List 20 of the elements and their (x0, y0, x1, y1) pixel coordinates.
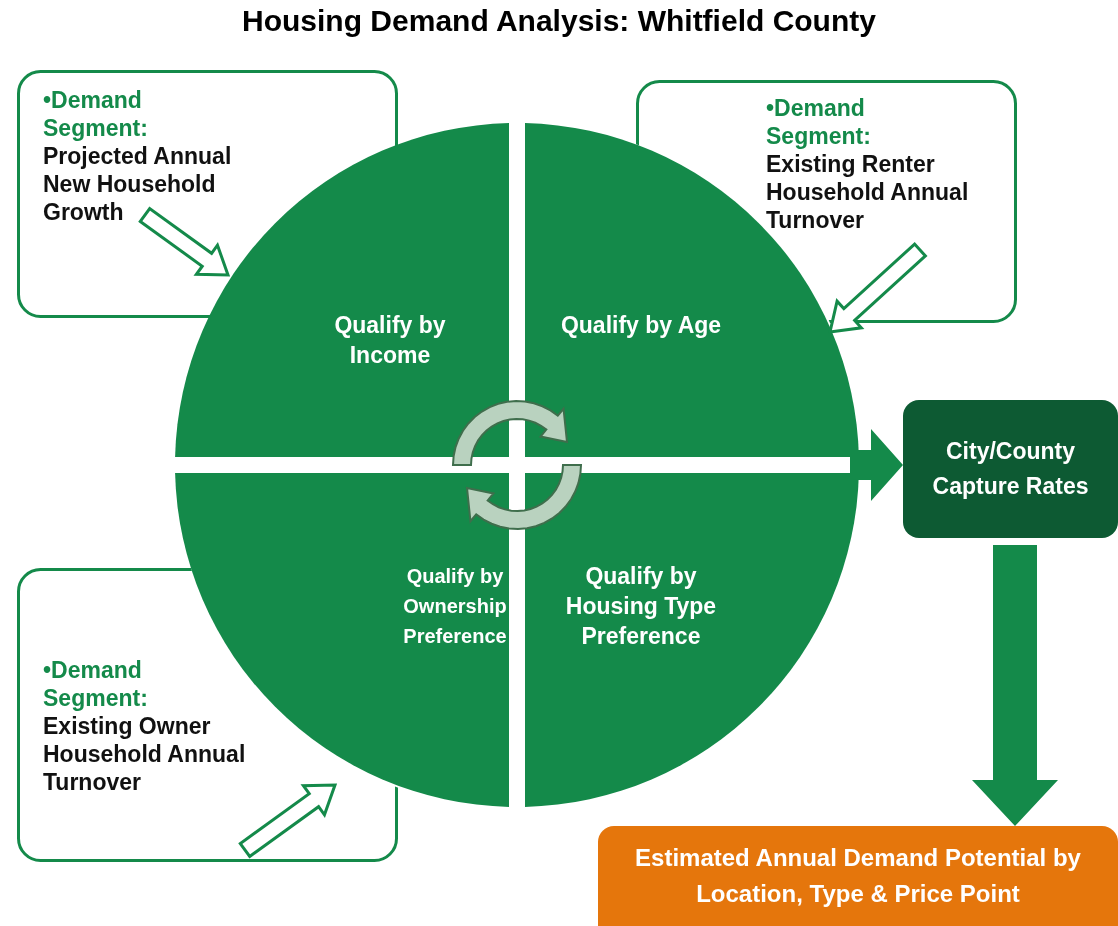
block-arrow (138, 206, 231, 277)
segment-heading: •Demand Segment: (43, 656, 149, 712)
box-label: Estimated Annual Demand Potential by Location, Type & Price Point (634, 843, 1082, 909)
quadrant-label: Qualify by Income (333, 311, 447, 370)
quadrant-label: Qualify by Age (559, 311, 723, 340)
box-label: City/County Capture Rates (931, 437, 1090, 501)
block-arrow (972, 545, 1058, 826)
block-arrow (238, 783, 338, 859)
segment-description: Projected Annual New Household Growth (43, 142, 233, 226)
segment-description: Existing Renter Household Annual Turnover (766, 150, 970, 234)
block-arrow (850, 429, 903, 501)
diagram-title: Housing Demand Analysis: Whitfield County (242, 4, 876, 37)
capture-rates-box (903, 400, 1118, 538)
quadrant-label: Qualify by Ownership Preference (402, 564, 508, 649)
segment-description: Existing Owner Household Annual Turnover (43, 712, 247, 796)
result-box (598, 826, 1118, 926)
quadrant-label: Qualify by Housing Type Preference (564, 562, 718, 651)
segment-heading: •Demand Segment: (766, 94, 872, 150)
block-arrow (828, 241, 928, 334)
segment-heading: •Demand Segment: (43, 86, 149, 142)
